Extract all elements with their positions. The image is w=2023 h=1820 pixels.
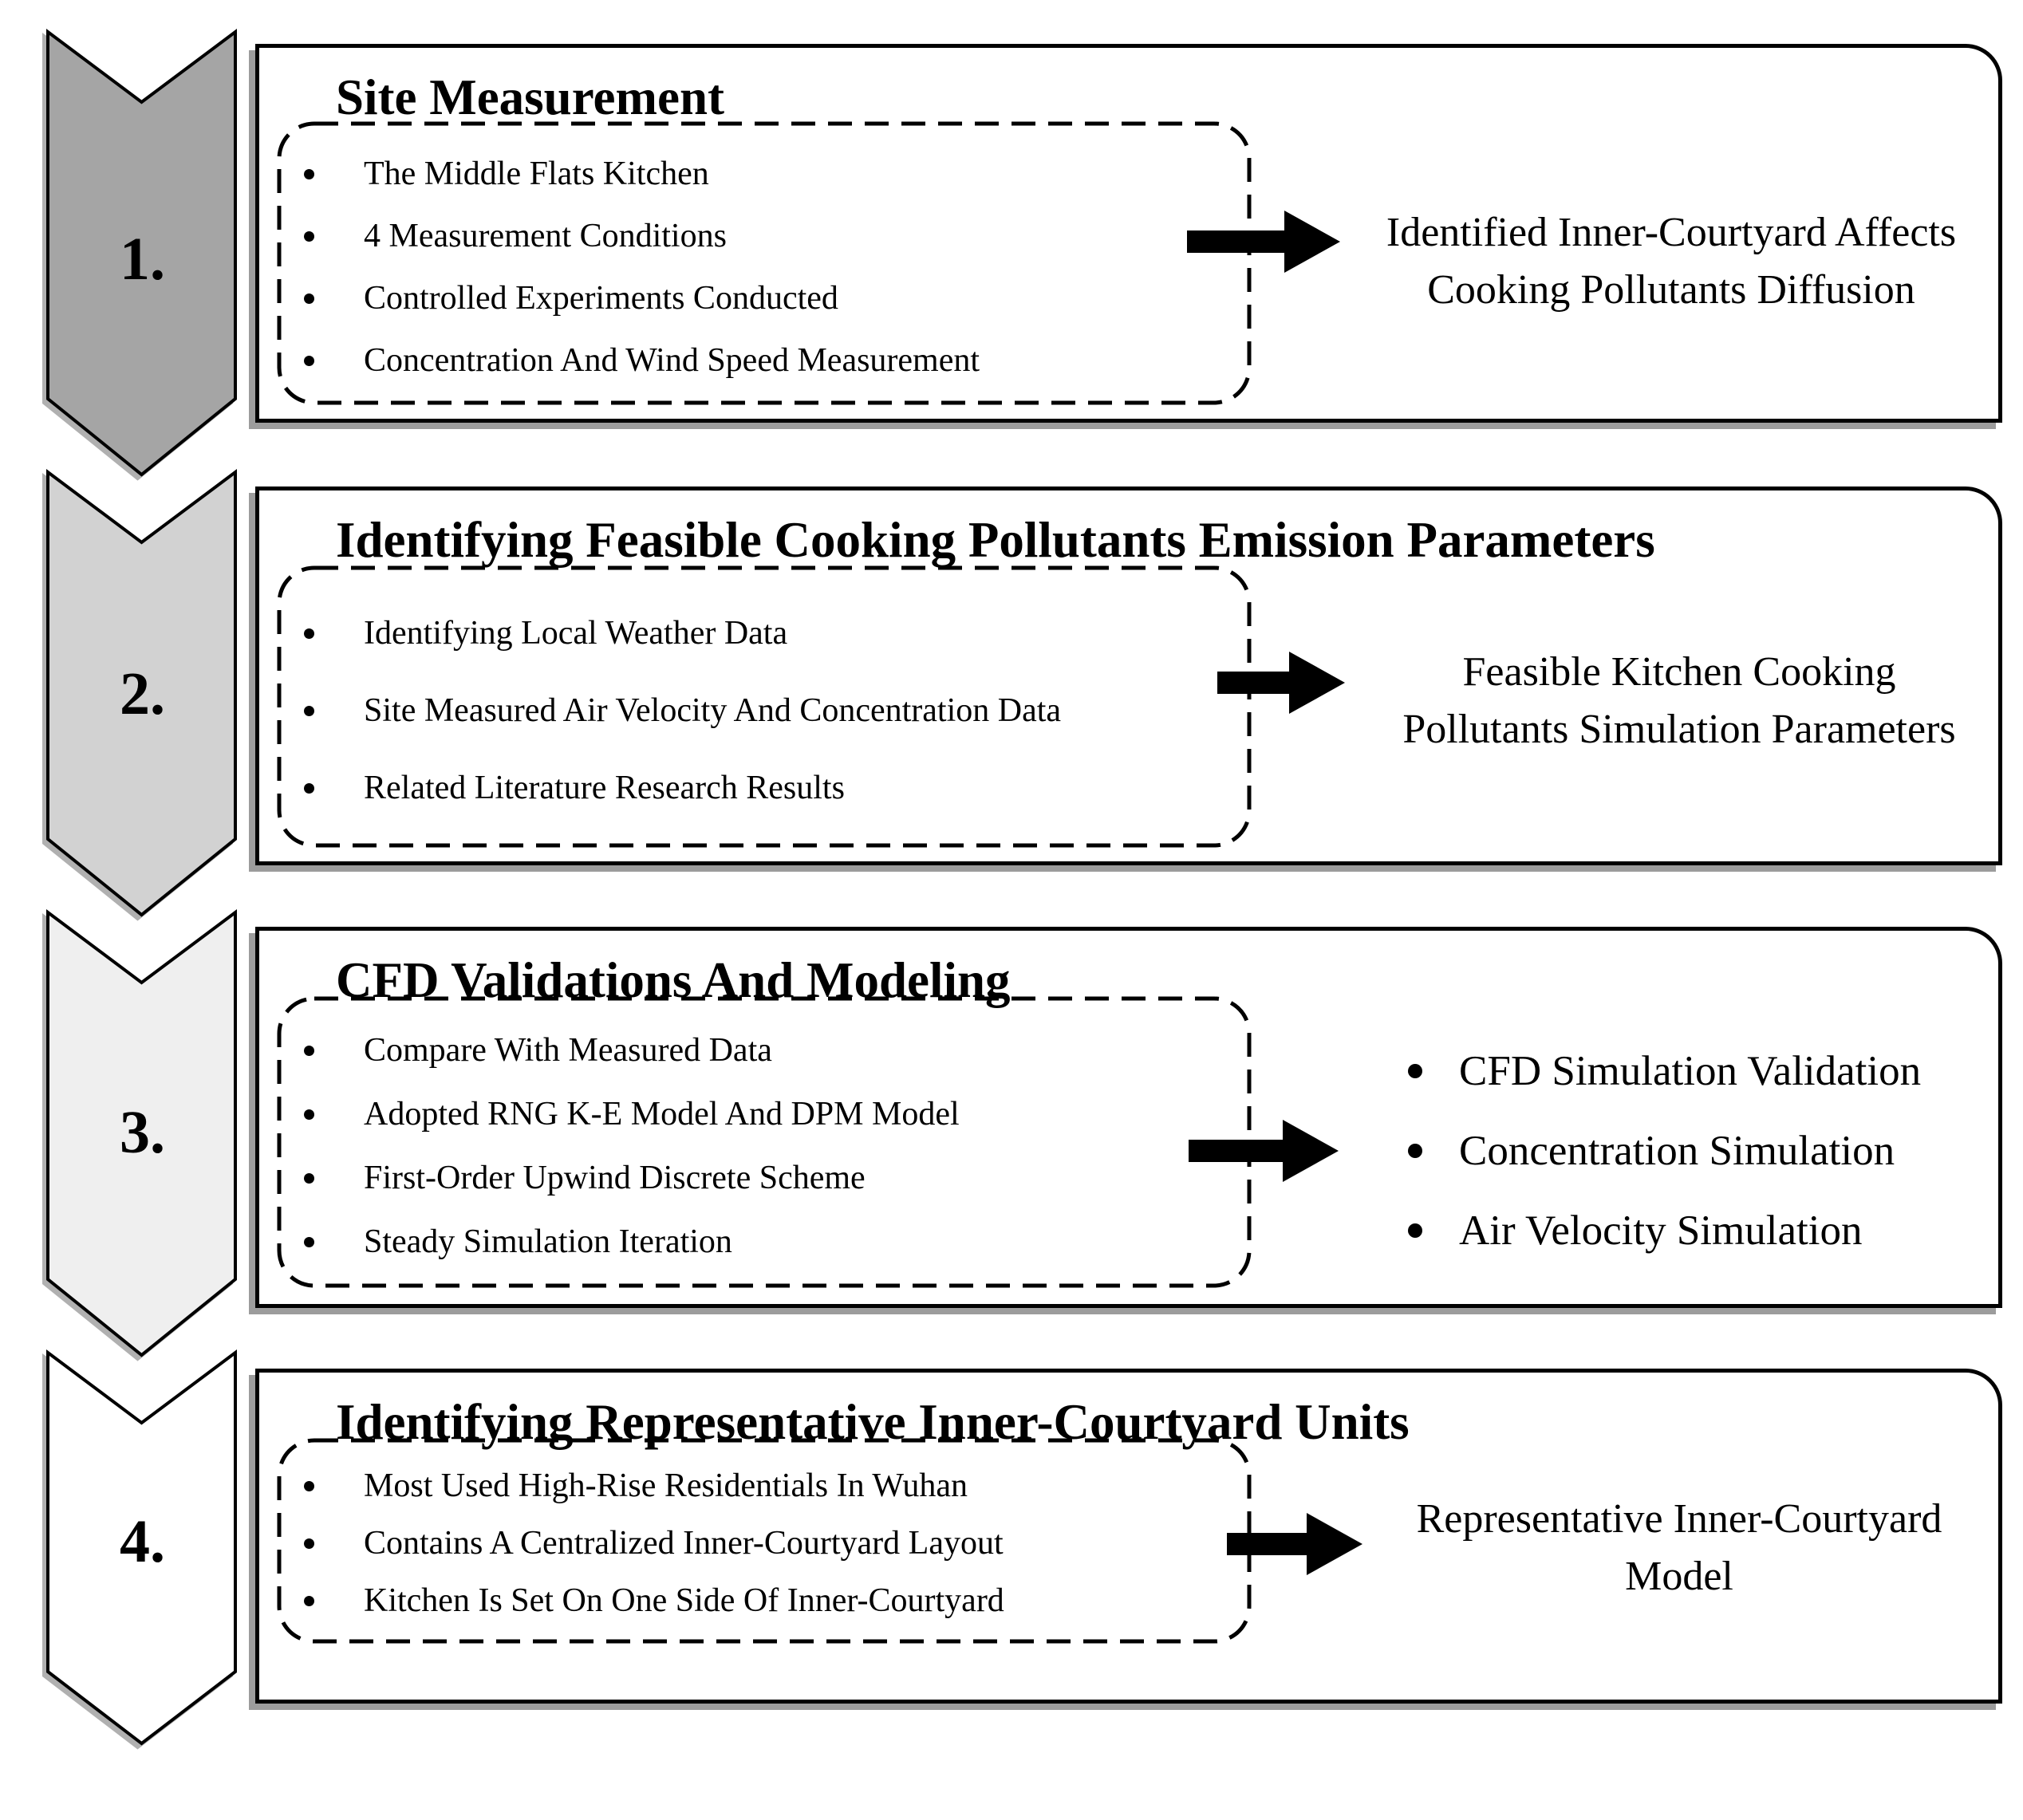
- step-3-number: 3.: [120, 1099, 165, 1166]
- output-line: CFD Simulation Validation: [1459, 1048, 1922, 1094]
- list-item: Concentration Simulation: [1408, 1111, 1921, 1191]
- step-2-box: Identifying Feasible Cooking Pollutants …: [255, 487, 2002, 865]
- bullet-text: Kitchen Is Set On One Side Of Inner-Cour…: [364, 1582, 1004, 1619]
- bullet-text: Steady Simulation Iteration: [364, 1223, 732, 1260]
- bullet-icon: [304, 1236, 314, 1247]
- step-3-title: CFD Validations And Modeling: [336, 952, 1011, 1008]
- step-2-output: Feasible Kitchen Cooking Pollutants Simu…: [1340, 644, 2018, 758]
- list-item: 4 Measurement Conditions: [304, 217, 1245, 255]
- list-item: CFD Simulation Validation: [1408, 1031, 1921, 1111]
- bullet-icon: [304, 1045, 314, 1056]
- list-item: Related Literature Research Results: [304, 769, 1245, 807]
- step-2-bullet-list: Identifying Local Weather Data Site Meas…: [288, 575, 1245, 846]
- list-item: Air Velocity Simulation: [1408, 1191, 1921, 1270]
- step-3-bullet-list: Compare With Measured Data Adopted RNG K…: [288, 1006, 1245, 1286]
- list-item: The Middle Flats Kitchen: [304, 155, 1245, 193]
- bullet-icon: [304, 782, 314, 794]
- list-item: Site Measured Air Velocity And Concentra…: [304, 691, 1245, 730]
- list-item: Kitchen Is Set On One Side Of Inner-Cour…: [304, 1582, 1245, 1620]
- step-4-box: Identifying Representative Inner-Courtya…: [255, 1369, 2002, 1704]
- output-line: Model: [1625, 1554, 1733, 1599]
- bullet-text: Compare With Measured Data: [364, 1032, 772, 1069]
- bullet-icon: [1408, 1223, 1422, 1238]
- bullet-text: 4 Measurement Conditions: [364, 218, 727, 254]
- output-line: Air Velocity Simulation: [1459, 1207, 1863, 1254]
- bullet-text: The Middle Flats Kitchen: [364, 156, 709, 192]
- bullet-icon: [304, 1595, 314, 1606]
- list-item: Controlled Experiments Conducted: [304, 279, 1245, 317]
- step-2-title: Identifying Feasible Cooking Pollutants …: [336, 512, 1655, 568]
- bullet-icon: [304, 705, 314, 716]
- list-item: Adopted RNG K-E Model And DPM Model: [304, 1095, 1245, 1133]
- list-item: Most Used High-Rise Residentials In Wuha…: [304, 1467, 1245, 1505]
- bullet-text: Concentration And Wind Speed Measurement: [364, 342, 980, 379]
- output-line: Identified Inner-Courtyard Affects: [1386, 210, 1957, 255]
- bullet-text: Controlled Experiments Conducted: [364, 280, 838, 317]
- bullet-icon: [304, 1480, 314, 1491]
- step-3-output: CFD Simulation Validation Concentration …: [1408, 1031, 1921, 1270]
- bullet-icon: [304, 1109, 314, 1120]
- bullet-icon: [304, 293, 314, 304]
- bullet-text: Site Measured Air Velocity And Concentra…: [364, 692, 1062, 729]
- list-item: Contains A Centralized Inner-Courtyard L…: [304, 1524, 1245, 1562]
- bullet-text: Contains A Centralized Inner-Courtyard L…: [364, 1525, 1004, 1562]
- bullet-icon: [1408, 1144, 1422, 1158]
- step-1-title: Site Measurement: [336, 69, 724, 125]
- step-4-output: Representative Inner-Courtyard Model: [1344, 1491, 2014, 1605]
- step-4-bullet-list: Most Used High-Rise Residentials In Wuha…: [288, 1448, 1245, 1639]
- bullet-icon: [304, 628, 314, 639]
- list-item: First-Order Upwind Discrete Scheme: [304, 1159, 1245, 1197]
- list-item: Concentration And Wind Speed Measurement: [304, 341, 1245, 380]
- bullet-text: First-Order Upwind Discrete Scheme: [364, 1160, 866, 1196]
- bullet-icon: [304, 355, 314, 366]
- output-line: Concentration Simulation: [1459, 1128, 1895, 1174]
- bullet-icon: [1408, 1064, 1422, 1078]
- output-line: Cooking Pollutants Diffusion: [1427, 267, 1915, 313]
- step-4-number: 4.: [120, 1508, 165, 1575]
- output-line: Pollutants Simulation Parameters: [1402, 707, 1956, 752]
- bullet-text: Related Literature Research Results: [364, 770, 845, 806]
- output-line: Representative Inner-Courtyard: [1416, 1496, 1942, 1542]
- step-1-number: 1.: [120, 226, 165, 293]
- output-line: Feasible Kitchen Cooking: [1462, 649, 1896, 695]
- bullet-icon: [304, 168, 314, 179]
- bullet-text: Identifying Local Weather Data: [364, 615, 788, 652]
- step-2-number: 2.: [120, 660, 165, 727]
- list-item: Steady Simulation Iteration: [304, 1223, 1245, 1261]
- step-1-bullet-list: The Middle Flats Kitchen 4 Measurement C…: [288, 131, 1245, 404]
- bullet-text: Adopted RNG K-E Model And DPM Model: [364, 1096, 960, 1133]
- step-4-title: Identifying Representative Inner-Courtya…: [336, 1394, 1410, 1450]
- step-1-box: Site Measurement The Middle Flats Kitche…: [255, 44, 2002, 423]
- step-3-box: CFD Validations And Modeling Compare Wit…: [255, 927, 2002, 1308]
- bullet-icon: [304, 1172, 314, 1184]
- bullet-icon: [304, 230, 314, 242]
- bullet-text: Most Used High-Rise Residentials In Wuha…: [364, 1467, 968, 1504]
- bullet-icon: [304, 1538, 314, 1549]
- step-1-output: Identified Inner-Courtyard Affects Cooki…: [1328, 204, 2014, 319]
- list-item: Compare With Measured Data: [304, 1031, 1245, 1070]
- list-item: Identifying Local Weather Data: [304, 614, 1245, 652]
